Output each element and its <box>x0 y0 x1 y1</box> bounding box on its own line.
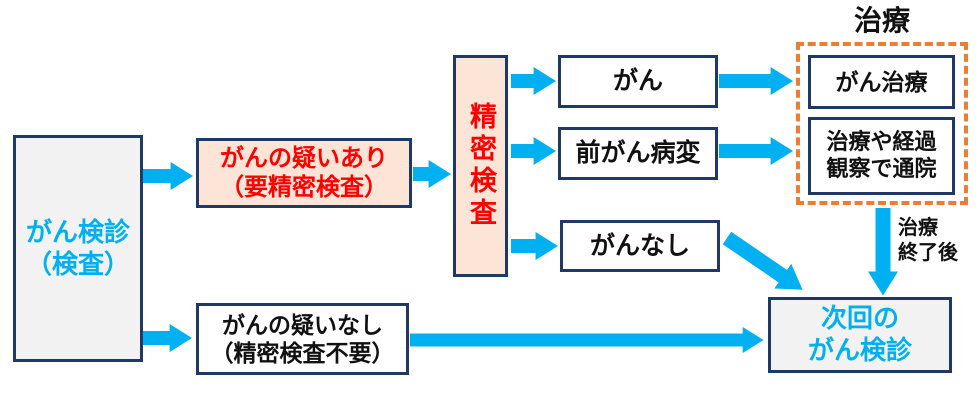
node-next-screening-line1: 次回の <box>820 303 899 334</box>
treatment-group-label: 治療 <box>796 3 968 38</box>
node-screening-line2: （検査） <box>25 248 130 279</box>
node-suspicion-yes-line2: （要精密検査） <box>220 174 388 201</box>
treatment-group-label-text: 治療 <box>853 5 910 36</box>
arrow-no-cancer-to-next-screening <box>722 231 803 290</box>
node-followup-line1: 治療や経過 <box>826 129 937 155</box>
node-screening-line1: がん検診 <box>25 216 130 247</box>
node-cancer-label: がん <box>612 67 663 96</box>
node-cancer-treatment-label: がん治療 <box>835 68 928 95</box>
node-suspicion-no: がんの疑いなし （精密検査不要） <box>196 303 409 375</box>
after-treatment-label: 治療 終了後 <box>898 216 958 266</box>
node-precancerous: 前がん病変 <box>558 127 718 180</box>
node-suspicion-yes: がんの疑いあり （要精密検査） <box>196 138 412 208</box>
node-cancer: がん <box>558 55 718 108</box>
node-next-screening-line2: がん検診 <box>807 335 912 365</box>
node-precancerous-label: 前がん病変 <box>575 139 701 168</box>
after-treatment-line2: 終了後 <box>898 242 958 264</box>
node-cancer-treatment: がん治療 <box>808 55 955 109</box>
treatment-group-frame <box>796 42 968 205</box>
node-screening: がん検診 （検査） <box>13 135 143 362</box>
node-suspicion-yes-line1: がんの疑いあり <box>220 144 388 172</box>
node-detailed-exam: 精密検査 <box>453 55 508 277</box>
node-no-cancer: がんなし <box>560 220 720 272</box>
node-followup: 治療や経過 観察で通院 <box>808 117 955 195</box>
node-no-cancer-label: がんなし <box>589 231 690 260</box>
node-suspicion-no-line1: がんの疑いなし <box>222 311 383 338</box>
node-suspicion-no-line2: （精密検査不要） <box>210 340 395 366</box>
node-next-screening: 次回の がん検診 <box>768 297 952 373</box>
after-treatment-line1: 治療 <box>898 217 938 239</box>
node-followup-line2: 観察で通院 <box>826 156 937 181</box>
node-detailed-exam-label: 精密検査 <box>465 102 496 230</box>
